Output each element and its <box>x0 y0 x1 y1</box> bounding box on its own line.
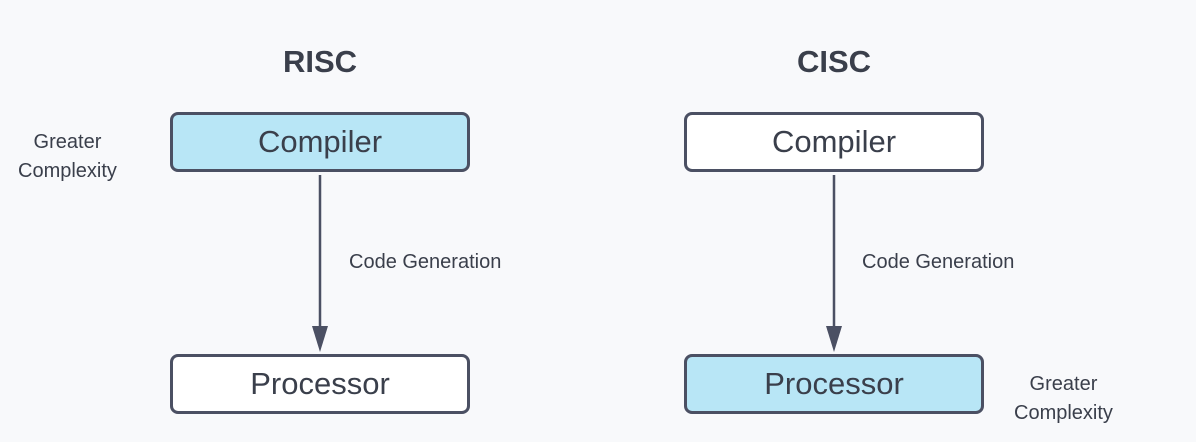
risc-processor-label: Processor <box>250 366 390 401</box>
cisc-compiler-box: Compiler <box>684 112 984 172</box>
risc-note-line1: Greater <box>33 131 102 153</box>
risc-compiler-box: Compiler <box>170 112 470 172</box>
cisc-processor-box: Processor <box>684 354 984 414</box>
cisc-processor-label: Processor <box>764 366 904 401</box>
risc-code-generation-label: Code Generation <box>349 251 502 273</box>
cisc-note-line1: Greater <box>1029 373 1098 395</box>
cisc-code-generation-label: Code Generation <box>862 251 1015 273</box>
cisc-arrow <box>826 175 842 352</box>
risc-title: RISC <box>282 44 358 79</box>
risc-arrow <box>312 175 328 352</box>
risc-processor-box: Processor <box>170 354 470 414</box>
cisc-note-line2: Complexity <box>1014 402 1113 424</box>
cisc-complexity-note: Greater Complexity <box>1014 370 1113 428</box>
cisc-title: CISC <box>796 44 872 79</box>
risc-complexity-note: Greater Complexity <box>18 128 117 186</box>
risc-note-line2: Complexity <box>18 160 117 182</box>
cisc-compiler-label: Compiler <box>771 124 897 159</box>
risc-compiler-label: Compiler <box>257 124 383 159</box>
